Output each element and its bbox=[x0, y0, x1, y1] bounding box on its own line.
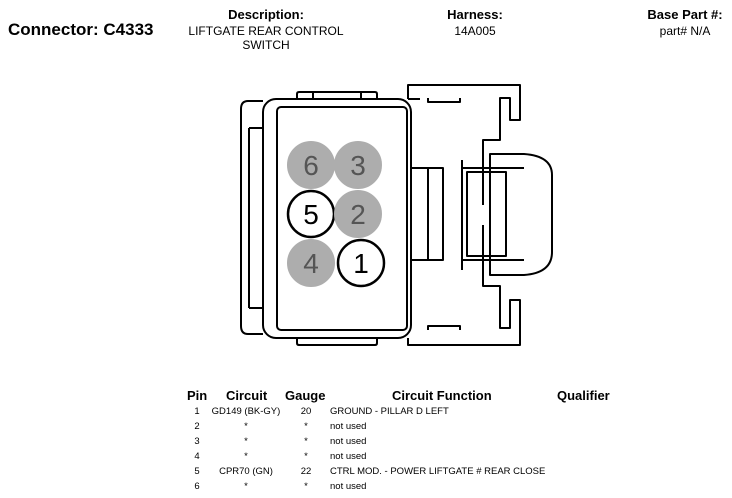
row-function: not used bbox=[330, 436, 367, 447]
row-pin: 3 bbox=[194, 436, 200, 447]
latch-slot-top bbox=[427, 98, 461, 103]
row-circuit: * bbox=[244, 451, 248, 462]
connector-housing bbox=[240, 84, 553, 346]
pin-6-label: 6 bbox=[303, 150, 319, 181]
description-title: Description: bbox=[228, 7, 304, 22]
housing-top-tab-notch bbox=[312, 92, 362, 99]
row-pin: 6 bbox=[194, 481, 200, 492]
table-header-pin: Pin bbox=[187, 388, 208, 403]
housing-outer bbox=[262, 98, 412, 339]
row-circuit: * bbox=[244, 421, 248, 432]
row-circuit: GD149 (BK-GY) bbox=[211, 406, 281, 417]
description-line-2: SWITCH bbox=[242, 38, 290, 52]
base-part-title: Base Part #: bbox=[647, 7, 723, 22]
harness-title: Harness: bbox=[447, 7, 503, 22]
pin-3-circle bbox=[334, 141, 382, 189]
housing-bottom-tab bbox=[296, 338, 378, 346]
latch-frame-top bbox=[407, 84, 521, 205]
pin-cavity-6: 6 bbox=[287, 141, 335, 189]
table-header-circuit: Circuit bbox=[226, 388, 268, 403]
pinout-table: 1 GD149 (BK-GY) 20 GROUND - PILLAR D LEF… bbox=[0, 406, 732, 496]
table-row: 2 * * not used bbox=[0, 421, 732, 436]
row-gauge: * bbox=[304, 436, 308, 447]
base-part-value: part# N/A bbox=[659, 24, 711, 38]
description-block: Description: LIFTGATE REAR CONTROL SWITC… bbox=[166, 7, 366, 52]
latch-lever-window bbox=[466, 171, 507, 257]
connector-face-diagram: 6 3 5 2 4 1 bbox=[240, 84, 553, 346]
row-function: GROUND - PILLAR D LEFT bbox=[330, 406, 449, 417]
pin-3-label: 3 bbox=[350, 150, 366, 181]
row-circuit: CPR70 (GN) bbox=[219, 466, 273, 477]
connector-label: Connector: C4333 bbox=[8, 20, 154, 39]
latch-lever-tip bbox=[489, 153, 553, 276]
row-gauge: * bbox=[304, 421, 308, 432]
table-row: 3 * * not used bbox=[0, 436, 732, 451]
pin-4-circle bbox=[287, 239, 335, 287]
row-function: not used bbox=[330, 451, 367, 462]
housing-top-tab bbox=[296, 91, 378, 99]
row-function: not used bbox=[330, 421, 367, 432]
pin-cavity-1: 1 bbox=[336, 238, 386, 288]
base-part-block: Base Part #: part# N/A bbox=[625, 7, 732, 38]
table-row: 1 GD149 (BK-GY) 20 GROUND - PILLAR D LEF… bbox=[0, 406, 732, 421]
table-header-qualifier: Qualifier bbox=[557, 388, 610, 403]
row-function: CTRL MOD. - POWER LIFTGATE # REAR CLOSE bbox=[330, 466, 546, 477]
row-circuit: * bbox=[244, 436, 248, 447]
row-gauge: 22 bbox=[300, 466, 312, 477]
pin-2-label: 2 bbox=[350, 199, 366, 230]
row-pin: 4 bbox=[194, 451, 200, 462]
row-pin: 2 bbox=[194, 421, 200, 432]
pin-cavity-5: 5 bbox=[286, 189, 336, 239]
row-function: not used bbox=[330, 481, 367, 492]
pin-1-label: 1 bbox=[353, 248, 369, 279]
table-row: 6 * * not used bbox=[0, 481, 732, 496]
table-header-gauge: Gauge bbox=[285, 388, 326, 403]
latch-lever-body bbox=[461, 160, 524, 270]
row-pin: 5 bbox=[194, 466, 200, 477]
pin-2-circle bbox=[334, 190, 382, 238]
housing-left-rail-ticks bbox=[249, 127, 262, 309]
description-line-1: LIFTGATE REAR CONTROL bbox=[188, 24, 344, 38]
row-gauge: * bbox=[304, 451, 308, 462]
pin-5-label: 5 bbox=[303, 199, 319, 230]
pin-cavity-3: 3 bbox=[334, 141, 382, 189]
pin-4-label: 4 bbox=[303, 248, 319, 279]
latch-slot-bottom bbox=[427, 325, 461, 330]
pin-cavity-4: 4 bbox=[287, 239, 335, 287]
table-row: 4 * * not used bbox=[0, 451, 732, 466]
harness-value: 14A005 bbox=[454, 24, 496, 38]
housing-left-rail bbox=[240, 100, 263, 335]
table-header-function: Circuit Function bbox=[392, 388, 492, 403]
row-pin: 1 bbox=[194, 406, 200, 417]
row-circuit: * bbox=[244, 481, 248, 492]
row-gauge: 20 bbox=[300, 406, 312, 417]
row-gauge: * bbox=[304, 481, 308, 492]
pin-1-circle bbox=[336, 238, 386, 288]
latch-frame-bottom bbox=[407, 225, 521, 346]
housing-inner bbox=[276, 106, 408, 331]
pin-cavity-2: 2 bbox=[334, 190, 382, 238]
table-row: 5 CPR70 (GN) 22 CTRL MOD. - POWER LIFTGA… bbox=[0, 466, 732, 481]
harness-block: Harness: 14A005 bbox=[425, 7, 525, 38]
